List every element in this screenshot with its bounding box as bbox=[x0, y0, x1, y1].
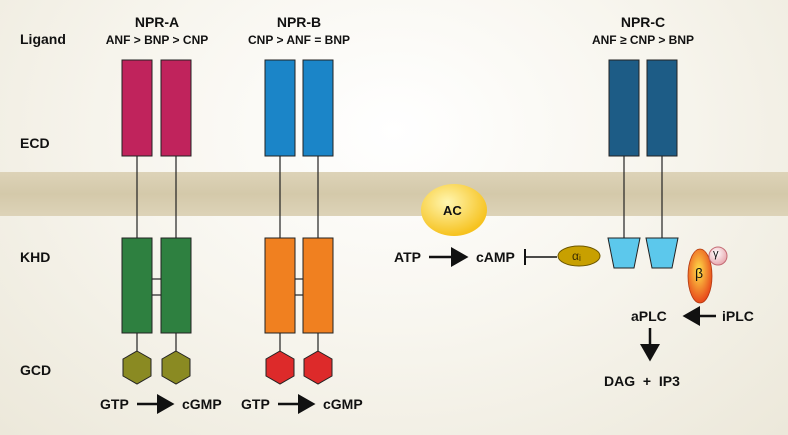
cell-membrane bbox=[0, 172, 788, 216]
npr-a-khd-left bbox=[121, 237, 153, 334]
row-label-ligand: Ligand bbox=[20, 31, 66, 47]
row-label-khd: KHD bbox=[20, 249, 51, 265]
npr-b-ligand-order: CNP > ANF = BNP bbox=[247, 33, 351, 47]
g-gamma-subunit bbox=[708, 246, 728, 266]
npr-a-gcd-left bbox=[122, 350, 152, 385]
npr-b-gcd-right bbox=[303, 350, 333, 385]
npr-a-ligand-order: ANF > BNP > CNP bbox=[105, 33, 209, 47]
npr-c-cyt-right bbox=[645, 237, 679, 269]
npr-b-khd-left bbox=[264, 237, 296, 334]
npr-c-receptor bbox=[607, 59, 679, 269]
row-label-gcd: GCD bbox=[20, 362, 52, 378]
npr-b-ecd-right bbox=[302, 59, 334, 157]
npr-b-cgmp: cGMP bbox=[323, 396, 363, 412]
g-alpha-subunit bbox=[557, 245, 601, 267]
row-label-ecd: ECD bbox=[20, 135, 50, 151]
npr-a-ecd-right bbox=[160, 59, 192, 157]
g-beta-subunit bbox=[687, 248, 713, 304]
npr-a-title: NPR-A bbox=[134, 14, 180, 30]
dag-ip3-label: DAG + IP3 bbox=[604, 373, 680, 389]
npr-a-ecd-left bbox=[121, 59, 153, 157]
npr-b-gtp: GTP bbox=[241, 396, 270, 412]
npr-a-cgmp: cGMP bbox=[182, 396, 222, 412]
gamma-label: γ bbox=[713, 248, 719, 260]
aplc-label: aPLC bbox=[631, 308, 667, 324]
npr-b-gcd-left bbox=[265, 350, 295, 385]
iplc-label: iPLC bbox=[722, 308, 754, 324]
npr-a-gcd-right bbox=[161, 350, 191, 385]
npr-a-gtp: GTP bbox=[100, 396, 129, 412]
npr-c-cyt-left bbox=[607, 237, 641, 269]
npr-c-title: NPR-C bbox=[620, 14, 666, 30]
npr-b-khd-right bbox=[302, 237, 334, 334]
ac-label: AC bbox=[443, 203, 462, 218]
beta-label: β bbox=[695, 265, 704, 281]
npr-a-khd-right bbox=[160, 237, 192, 334]
npr-c-ligand-order: ANF ≥ CNP > BNP bbox=[591, 33, 695, 47]
npr-c-ecd-left bbox=[608, 59, 640, 157]
alpha-label: αᵢ bbox=[572, 249, 581, 263]
ac-enzyme bbox=[421, 184, 487, 236]
npr-a-receptor bbox=[121, 59, 192, 414]
npr-c-ecd-right bbox=[646, 59, 678, 157]
ac-pathway bbox=[421, 184, 728, 362]
npr-b-title: NPR-B bbox=[276, 14, 322, 30]
npr-b-receptor bbox=[264, 59, 334, 414]
camp-label: cAMP bbox=[476, 249, 515, 265]
npr-b-ecd-left bbox=[264, 59, 296, 157]
atp-label: ATP bbox=[394, 249, 421, 265]
